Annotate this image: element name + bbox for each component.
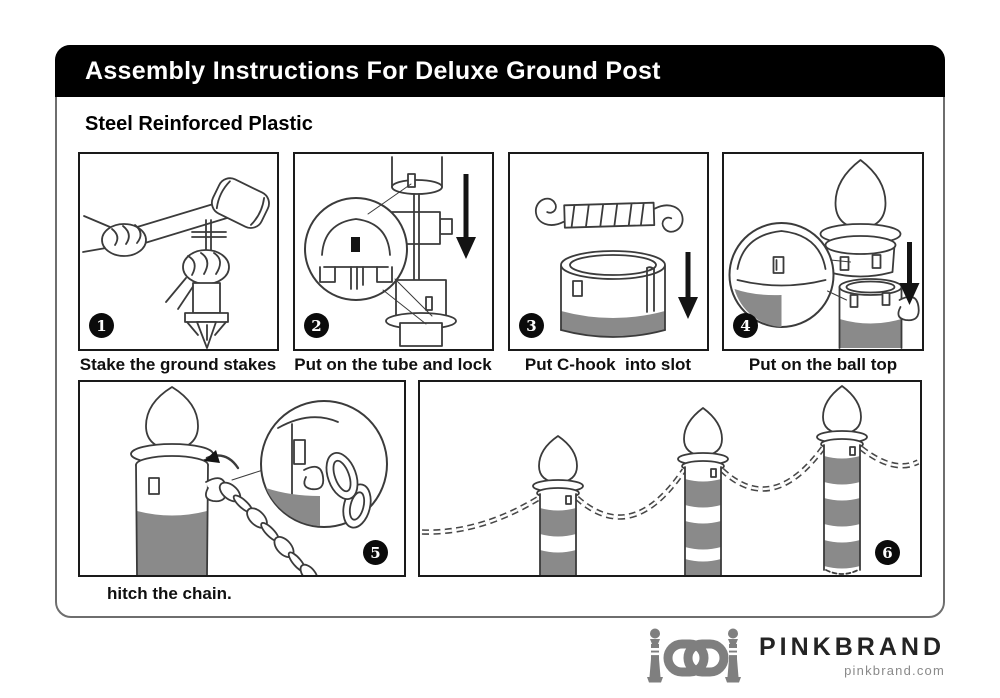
step-3-number: 3 xyxy=(526,316,537,335)
step-5-badge: 5 xyxy=(363,540,388,565)
pinkbrand-logo-icon xyxy=(647,628,741,683)
step-2-badge: 2 xyxy=(304,313,329,338)
step-4-number: 4 xyxy=(740,316,751,335)
step-6-number: 6 xyxy=(882,543,893,562)
brand-name: PINKBRAND xyxy=(759,633,945,662)
footer-logo: PINKBRAND pinkbrand.com xyxy=(0,626,945,686)
step-4-caption: Put on the ball top xyxy=(748,355,898,374)
brand-website: pinkbrand.com xyxy=(844,662,945,678)
hammer-stake-illustration xyxy=(82,177,270,349)
step-4-badge: 4 xyxy=(733,313,758,338)
ball-top-illustration xyxy=(728,159,920,349)
hitch-chain-illustration xyxy=(130,386,388,575)
c-hook-slot-illustration xyxy=(534,197,698,338)
step-1-number: 1 xyxy=(96,316,107,335)
finished-posts-chain-illustration xyxy=(421,385,920,575)
step-panel-1: 1 xyxy=(78,152,279,351)
tube-and-lock-illustration xyxy=(304,156,476,347)
header-bar: Assembly Instructions For Deluxe Ground … xyxy=(55,45,945,97)
step-5-number: 5 xyxy=(370,543,381,562)
step-panel-4: 4 xyxy=(722,152,924,351)
step-3-caption: Put C-hook into slot xyxy=(524,355,692,374)
step-1-caption: Stake the ground stakes xyxy=(79,355,277,374)
step-3-badge: 3 xyxy=(519,313,544,338)
brand-text: PINKBRAND pinkbrand.com xyxy=(759,634,945,678)
chain-link-icon xyxy=(683,639,729,677)
step-panel-3: 3 xyxy=(508,152,709,351)
step-panel-2: 2 xyxy=(293,152,494,351)
chain-link-icon xyxy=(663,639,709,677)
instruction-sheet: Assembly Instructions For Deluxe Ground … xyxy=(55,45,945,618)
step-1-badge: 1 xyxy=(89,313,114,338)
step-2-caption: Put on the tube and lock xyxy=(294,355,492,374)
step-2-number: 2 xyxy=(311,316,322,335)
step-panel-6: 6 xyxy=(418,380,922,577)
step-5-caption: hitch the chain. xyxy=(107,584,232,603)
page-title: Assembly Instructions For Deluxe Ground … xyxy=(85,56,661,85)
step-panel-5: 5 xyxy=(78,380,406,577)
subtitle: Steel Reinforced Plastic xyxy=(85,113,313,135)
step-6-badge: 6 xyxy=(875,540,900,565)
